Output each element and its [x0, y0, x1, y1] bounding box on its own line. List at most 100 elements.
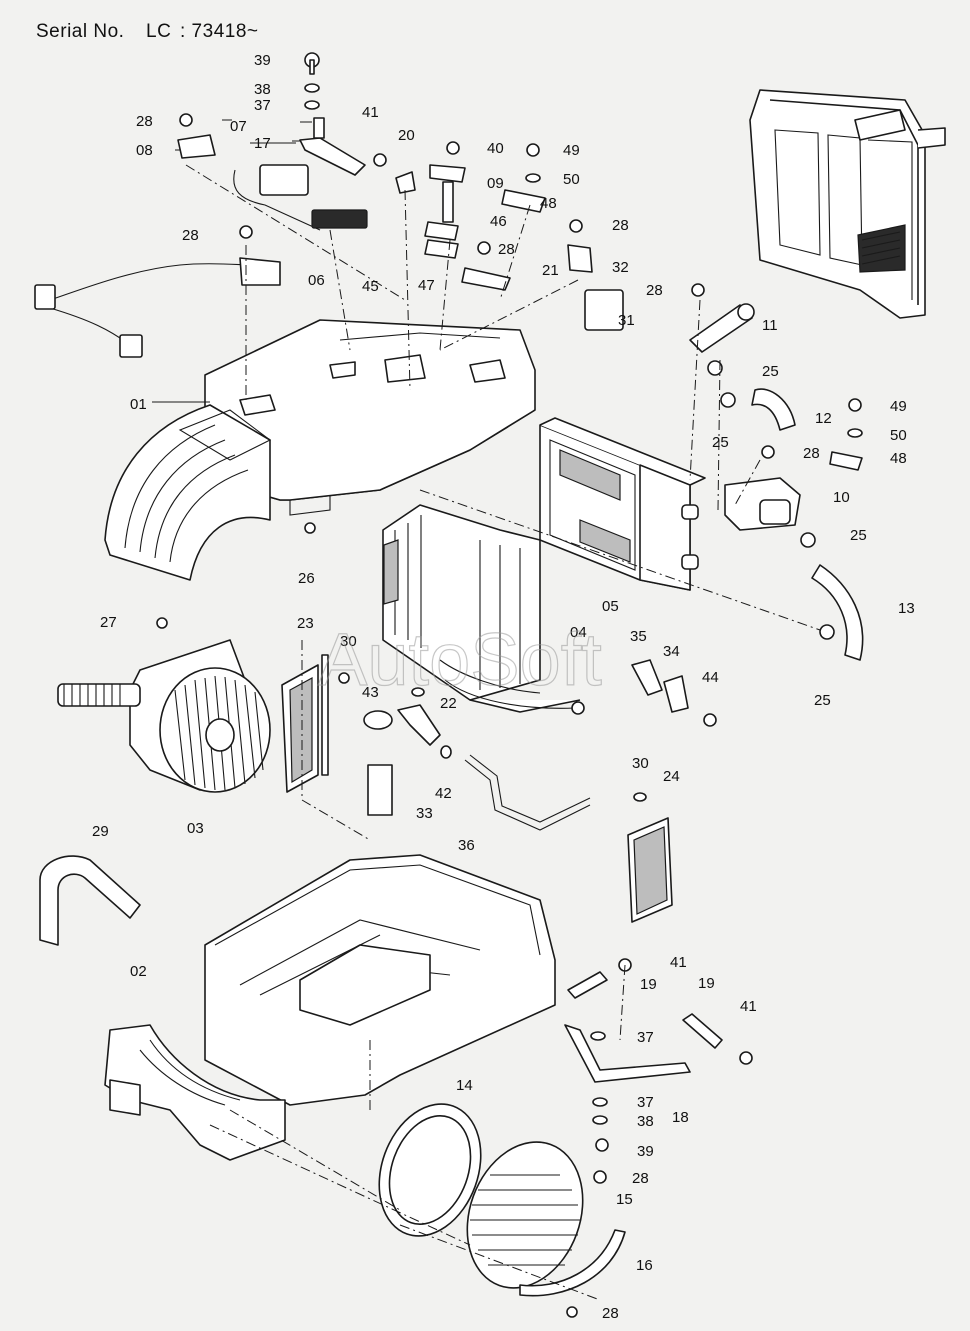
excavator-cab-illustration	[749, 89, 946, 319]
callout-18: 18	[672, 1109, 689, 1126]
callout-48: 48	[890, 450, 907, 467]
callout-41: 41	[362, 104, 379, 121]
callout-19: 19	[640, 976, 657, 993]
callout-14: 14	[456, 1077, 473, 1094]
hose-12	[751, 388, 796, 431]
relay-31	[584, 289, 624, 331]
filter-24	[627, 817, 673, 923]
callout-24: 24	[663, 768, 680, 785]
blower-motor-03	[57, 639, 271, 793]
callout-44: 44	[702, 669, 719, 686]
callout-37: 37	[637, 1029, 654, 1046]
callout-30: 30	[632, 755, 649, 772]
water-valve-10	[724, 477, 801, 531]
callout-37: 37	[637, 1094, 654, 1111]
callout-28: 28	[646, 282, 663, 299]
callout-36: 36	[458, 837, 475, 854]
lower-case-02	[104, 854, 556, 1161]
upper-case-01	[104, 319, 536, 581]
callout-35: 35	[630, 628, 647, 645]
callout-19: 19	[698, 975, 715, 992]
callout-46: 46	[490, 213, 507, 230]
callout-32: 32	[612, 259, 629, 276]
expansion-valve-22	[363, 704, 441, 746]
hardware	[156, 52, 863, 1318]
callout-33: 33	[416, 805, 433, 822]
callout-41: 41	[670, 954, 687, 971]
callout-50: 50	[890, 427, 907, 444]
callout-05: 05	[602, 598, 619, 615]
callout-43: 43	[362, 684, 379, 701]
callout-30: 30	[340, 633, 357, 650]
callout-40: 40	[487, 140, 504, 157]
callout-25: 25	[762, 363, 779, 380]
serial-model: LC	[146, 21, 171, 42]
callout-25: 25	[814, 692, 831, 709]
callout-22: 22	[440, 695, 457, 712]
callout-49: 49	[563, 142, 580, 159]
callout-11: 11	[762, 317, 778, 334]
callout-12: 12	[815, 410, 832, 427]
callout-26: 26	[298, 570, 315, 587]
leader-lines	[152, 119, 821, 1301]
ring-housing-14	[378, 1103, 482, 1237]
callout-50: 50	[563, 171, 580, 188]
callout-31: 31	[618, 312, 635, 329]
callout-04: 04	[570, 624, 587, 641]
callout-47: 47	[418, 277, 435, 294]
bracket-16	[519, 1229, 626, 1297]
link-18	[564, 1024, 691, 1083]
callout-49: 49	[890, 398, 907, 415]
sensor-33	[367, 764, 393, 816]
callout-28: 28	[632, 1170, 649, 1187]
callout-13: 13	[898, 600, 915, 617]
callout-09: 09	[487, 175, 504, 192]
callout-10: 10	[833, 489, 850, 506]
callout-20: 20	[398, 127, 415, 144]
harness-07	[233, 164, 368, 231]
grille-15	[466, 1141, 584, 1289]
callout-15: 15	[616, 1191, 633, 1208]
callout-03: 03	[187, 820, 204, 837]
serial-range: : 73418~	[180, 21, 259, 42]
callout-28: 28	[612, 217, 629, 234]
filter-23	[281, 654, 329, 793]
callout-39: 39	[637, 1143, 654, 1160]
callout-37: 37	[254, 97, 271, 114]
callout-38: 38	[254, 81, 271, 98]
hose-11	[689, 303, 755, 353]
callout-48: 48	[540, 195, 557, 212]
callout-39: 39	[254, 52, 271, 69]
callout-02: 02	[130, 963, 147, 980]
callout-21: 21	[542, 262, 559, 279]
callout-28: 28	[498, 241, 515, 258]
callout-23: 23	[297, 615, 314, 632]
callout-01: 01	[130, 396, 147, 413]
callout-16: 16	[636, 1257, 653, 1274]
hose-13	[811, 564, 864, 661]
heater-core-05	[539, 417, 706, 591]
callout-45: 45	[362, 278, 379, 295]
lever-17	[299, 117, 366, 176]
callout-17: 17	[254, 135, 271, 152]
serial-label: Serial No.	[36, 21, 124, 42]
callout-28: 28	[803, 445, 820, 462]
callout-07: 07	[230, 118, 247, 135]
harness-06	[34, 257, 281, 358]
callout-28: 28	[136, 113, 153, 130]
callout-25: 25	[712, 434, 729, 451]
link-19a	[567, 971, 608, 999]
hose-29	[39, 855, 141, 946]
callout-42: 42	[435, 785, 452, 802]
callout-28: 28	[182, 227, 199, 244]
callout-08: 08	[136, 142, 153, 159]
callout-34: 34	[663, 643, 680, 660]
callout-labels: 39 38 37 28 07 17 08 41 20 40 49 50 09 4…	[92, 52, 915, 1322]
callout-29: 29	[92, 823, 109, 840]
pipe-36	[464, 754, 591, 831]
callout-38: 38	[637, 1113, 654, 1130]
link-19b	[682, 1013, 723, 1049]
callout-06: 06	[308, 272, 325, 289]
evaporator-04	[382, 504, 585, 715]
